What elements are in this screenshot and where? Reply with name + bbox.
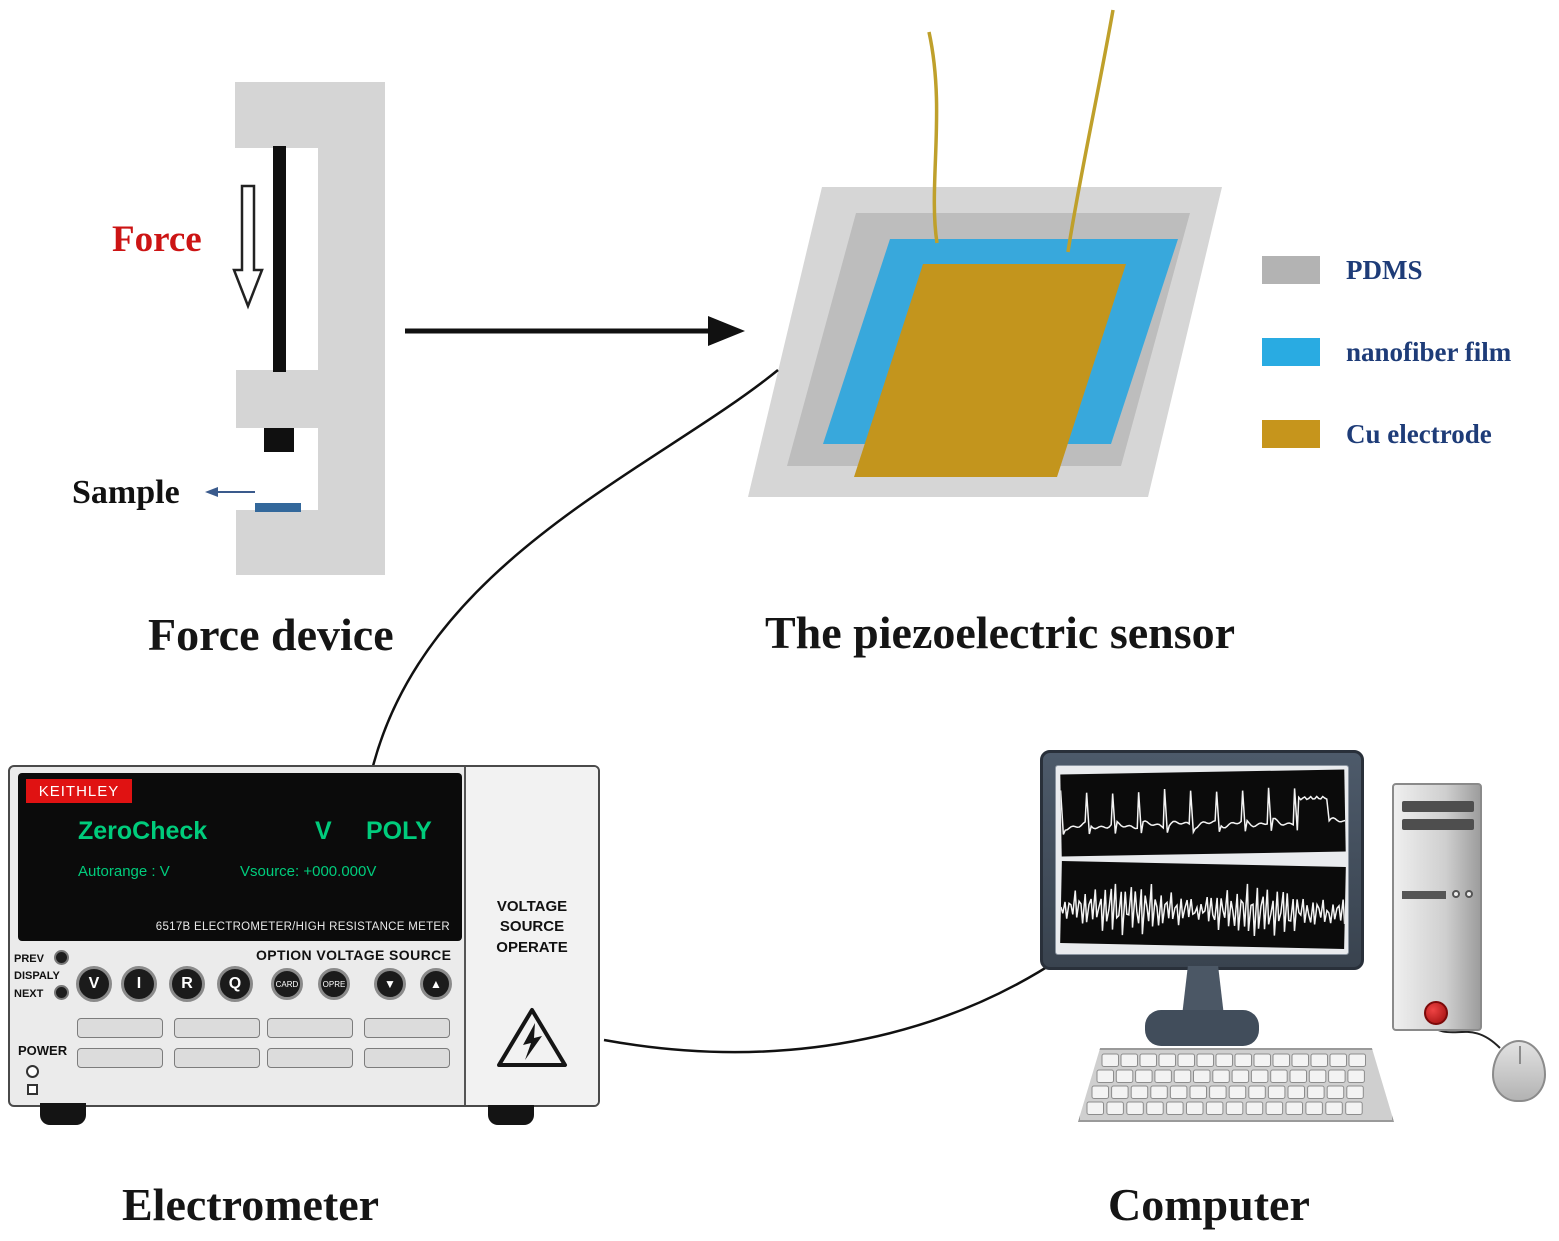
button-r: R: [169, 966, 205, 1002]
force-device-top-beam: [235, 82, 385, 148]
vso-line2: SOURCE: [499, 918, 565, 936]
force-device-base: [236, 510, 320, 575]
display-model-line: 6517B ELECTROMETER/HIGH RESISTANCE METER: [155, 921, 450, 933]
force-down-arrow: [232, 184, 264, 310]
legend-item-cu: Cu electrode: [1262, 418, 1511, 449]
display-unit: V: [315, 817, 332, 845]
keyboard: [1078, 1048, 1394, 1122]
cu-swatch: [1262, 420, 1320, 448]
soft-key: [364, 1048, 450, 1068]
sample-strip: [255, 503, 301, 512]
next-label: NEXT: [14, 988, 44, 1000]
legend-item-pdms: PDMS: [1262, 254, 1511, 285]
force-device-rod-tip: [264, 428, 294, 452]
force-label: Force: [112, 219, 202, 260]
disk-slot: [1402, 891, 1446, 899]
electrometer-caption: Electrometer: [122, 1179, 380, 1230]
sensor-caption: The piezoelectric sensor: [765, 607, 1236, 658]
mouse: [1492, 1040, 1546, 1102]
electrometer-display: KEITHLEY ZeroCheck V POLY Autorange : V …: [18, 773, 462, 941]
piezo-sensor-diagram: [748, 9, 1222, 497]
drive-bay-slot: [1402, 801, 1474, 812]
sensor-legend: PDMS nanofiber film Cu electrode: [1262, 254, 1512, 502]
tower-power-button: [1424, 1001, 1448, 1025]
electrometer-foot-right: [488, 1103, 534, 1125]
button-v: V: [76, 966, 112, 1002]
display-poly: POLY: [366, 817, 432, 845]
legend-label-cu: Cu electrode: [1346, 418, 1492, 449]
electrometer-to-computer-cable: [603, 927, 1103, 1054]
cu-electrode-layer: [854, 264, 1126, 477]
tower-led: [1465, 890, 1473, 898]
monitor: [1040, 750, 1364, 970]
button-arrow-down: ▼: [374, 968, 406, 1000]
electrometer-foot-left: [40, 1103, 86, 1125]
soft-key: [364, 1018, 450, 1038]
soft-key: [174, 1018, 260, 1038]
computer-tower: [1392, 783, 1482, 1031]
display-vsource: Vsource: +000.000V: [240, 863, 377, 880]
sample-pointer-arrow: [205, 487, 255, 497]
display-autorange: Autorange : V: [78, 863, 170, 880]
pdms-inner-layer: [787, 213, 1190, 466]
sensor-to-electrometer-cable: [370, 369, 779, 771]
current-waveform: [1060, 883, 1346, 937]
waveform-panel-top: [1059, 769, 1346, 857]
force-device-rod: [273, 146, 286, 372]
force-device-crosshead: [236, 370, 320, 428]
button-i: I: [121, 966, 157, 1002]
legend-label-nanofiber: nanofiber film: [1346, 336, 1512, 367]
button-arrow-up: ▲: [420, 968, 452, 1000]
option-voltage-source-label: OPTION VOLTAGE SOURCE: [256, 947, 452, 963]
button-card: CARD: [271, 968, 303, 1000]
keyboard-keys: [1086, 1053, 1366, 1115]
display-mode: ZeroCheck: [78, 817, 208, 845]
voltage-source-operate-label: VOLTAGE SOURCE OPERATE: [466, 897, 598, 958]
pdms-swatch: [1262, 256, 1320, 284]
power-label: POWER: [18, 1043, 68, 1058]
force-device-column: [318, 146, 385, 575]
sensor-wire-right: [1066, 9, 1115, 253]
next-knob: [54, 985, 69, 1000]
voltage-waveform: [1059, 787, 1346, 835]
device-to-sensor-arrow: [405, 316, 745, 346]
high-voltage-warning-icon: [497, 1008, 567, 1067]
electrometer: KEITHLEY ZeroCheck V POLY Autorange : V …: [8, 765, 600, 1125]
drive-bay-slot: [1402, 819, 1474, 830]
nanofiber-swatch: [1262, 338, 1320, 366]
monitor-stand-neck: [1182, 966, 1224, 1016]
waveform-panel-bottom: [1060, 861, 1346, 949]
legend-label-pdms: PDMS: [1346, 254, 1423, 285]
sample-label: Sample: [72, 474, 180, 511]
monitor-stand-base: [1145, 1010, 1259, 1046]
pdms-outer-layer: [748, 187, 1222, 497]
soft-key: [267, 1018, 353, 1038]
button-opre: OPRE: [318, 968, 350, 1000]
voltage-source-panel: VOLTAGE SOURCE OPERATE: [464, 767, 598, 1105]
soft-key: [174, 1048, 260, 1068]
mouse-button-divider: [1519, 1046, 1521, 1064]
soft-key: [267, 1048, 353, 1068]
display-label: DISPALY: [14, 970, 60, 982]
vso-line1: VOLTAGE: [496, 898, 568, 915]
soft-key: [77, 1018, 163, 1038]
sensor-wire-left: [927, 31, 939, 244]
keithley-badge: KEITHLEY: [26, 779, 132, 803]
legend-item-nanofiber: nanofiber film: [1262, 336, 1512, 367]
computer-caption: Computer: [1108, 1179, 1310, 1230]
force-device-caption: Force device: [148, 609, 394, 660]
soft-key: [77, 1048, 163, 1068]
button-q: Q: [217, 966, 253, 1002]
nanofiber-film-layer: [823, 239, 1178, 444]
vso-line3: OPERATE: [496, 938, 568, 956]
monitor-screen: [1055, 765, 1349, 955]
power-switch: [27, 1084, 38, 1095]
tower-led: [1452, 890, 1460, 898]
power-indicator: [26, 1065, 39, 1078]
prev-label: PREV: [14, 953, 44, 965]
prev-knob: [54, 950, 69, 965]
